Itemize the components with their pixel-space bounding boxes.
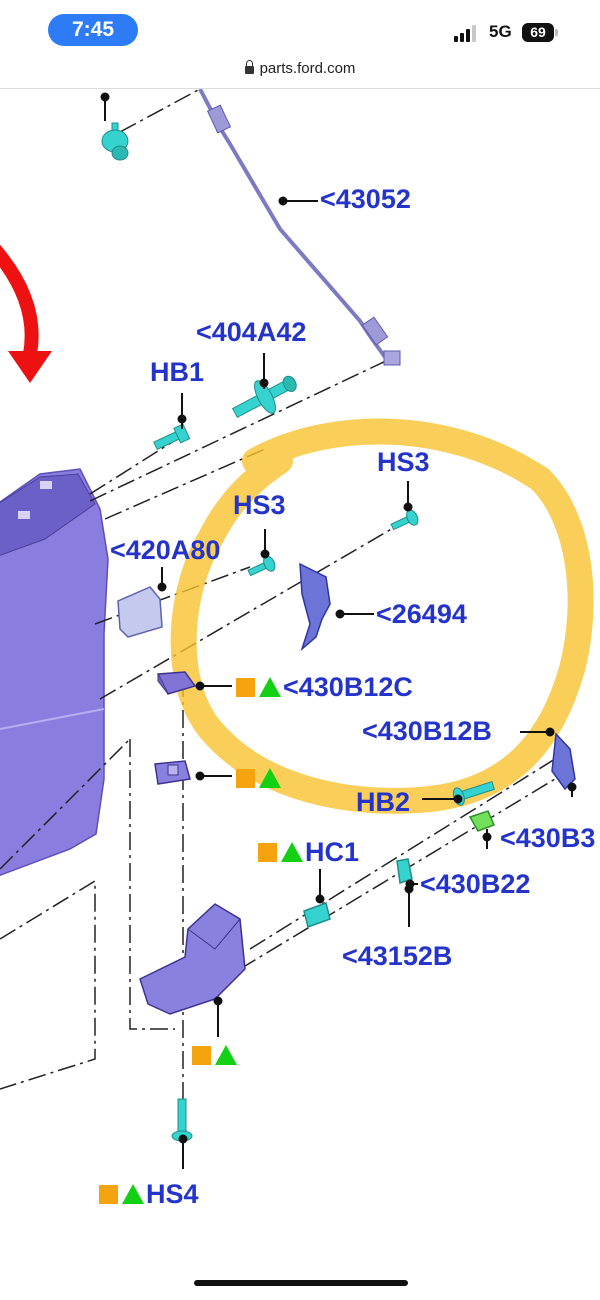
- lock-icon: [244, 60, 254, 74]
- green-triangle-icon: [259, 768, 281, 788]
- label-430b-cut[interactable]: <430B3: [500, 823, 596, 853]
- label-420a80[interactable]: <420A80: [110, 535, 221, 565]
- label-hb2[interactable]: HB2: [356, 787, 411, 817]
- status-time[interactable]: 7:45: [48, 14, 138, 46]
- body-panel: [0, 468, 109, 877]
- green-triangle-icon: [259, 677, 281, 697]
- orange-square-icon: [236, 769, 255, 788]
- bracket-420a80: [117, 586, 163, 638]
- label-hs4[interactable]: HS4: [99, 1179, 199, 1210]
- orange-square-icon: [258, 843, 277, 862]
- url-text: parts.ford.com: [259, 60, 356, 77]
- latch-26494: [299, 562, 331, 652]
- body-panel-slot: [18, 511, 30, 519]
- diagram-artwork: [0, 89, 594, 1169]
- clip-430b12c: [156, 671, 197, 695]
- battery-icon: 69: [522, 23, 558, 42]
- top-screw: [101, 122, 129, 161]
- screw-hs3-left: [247, 555, 276, 577]
- green-clip: [468, 810, 495, 832]
- clip-430b22: [396, 858, 413, 884]
- body-panel-seam: [0, 708, 105, 730]
- orange-square-icon: [192, 1046, 211, 1065]
- hinge-bracket: [139, 903, 246, 1015]
- network-type: 5G: [489, 22, 512, 41]
- label-430b12c[interactable]: <430B12C: [236, 672, 413, 703]
- label-hc1[interactable]: HC1: [258, 837, 359, 868]
- parts-diagram[interactable]: <43052 <404A42 HB1 HS3 HS3 <420A80 <2649…: [0, 89, 600, 1260]
- cable-end: [361, 316, 389, 346]
- symbol-group-clip: [236, 763, 283, 794]
- label-hs3-top[interactable]: HS3: [377, 447, 430, 477]
- block-hc1: [303, 902, 331, 928]
- label-hc1-text: HC1: [305, 837, 360, 867]
- label-430b12c-text: <430B12C: [283, 672, 413, 702]
- battery-level: 69: [530, 24, 546, 40]
- cable-end: [383, 350, 401, 366]
- browser-address-bar[interactable]: parts.ford.com: [0, 58, 600, 89]
- label-26494[interactable]: <26494: [376, 599, 467, 629]
- red-rotation-arrow: [0, 244, 39, 356]
- label-430b22[interactable]: <430B22: [420, 869, 531, 899]
- url-display[interactable]: parts.ford.com: [0, 60, 600, 77]
- bracket-430b12b: [551, 732, 576, 791]
- orange-square-icon: [99, 1185, 118, 1204]
- screw-hs3-top: [390, 509, 419, 531]
- label-hs4-text: HS4: [146, 1179, 199, 1209]
- pin-404a42: [231, 375, 297, 419]
- status-bar: 7:45 5G 69: [0, 0, 600, 58]
- signal-strength-icon: [454, 24, 484, 42]
- symbol-group-hinge: [192, 1040, 239, 1071]
- orange-square-icon: [236, 678, 255, 697]
- label-430b12b[interactable]: <430B12B: [362, 716, 492, 746]
- label-43052[interactable]: <43052: [320, 184, 411, 214]
- label-43152b[interactable]: <43152B: [342, 941, 453, 971]
- green-triangle-icon: [215, 1045, 237, 1065]
- label-hs3-left[interactable]: HS3: [233, 490, 286, 520]
- green-triangle-icon: [122, 1184, 144, 1204]
- bolt-hb1: [153, 423, 191, 451]
- body-panel-top: [0, 473, 96, 556]
- home-indicator[interactable]: [194, 1280, 408, 1286]
- cable-end: [206, 104, 232, 134]
- green-triangle-icon: [281, 842, 303, 862]
- red-arrow-head: [8, 351, 52, 383]
- label-404a42[interactable]: <404A42: [196, 317, 307, 347]
- body-panel-slot: [40, 481, 52, 489]
- label-hb1[interactable]: HB1: [150, 357, 205, 387]
